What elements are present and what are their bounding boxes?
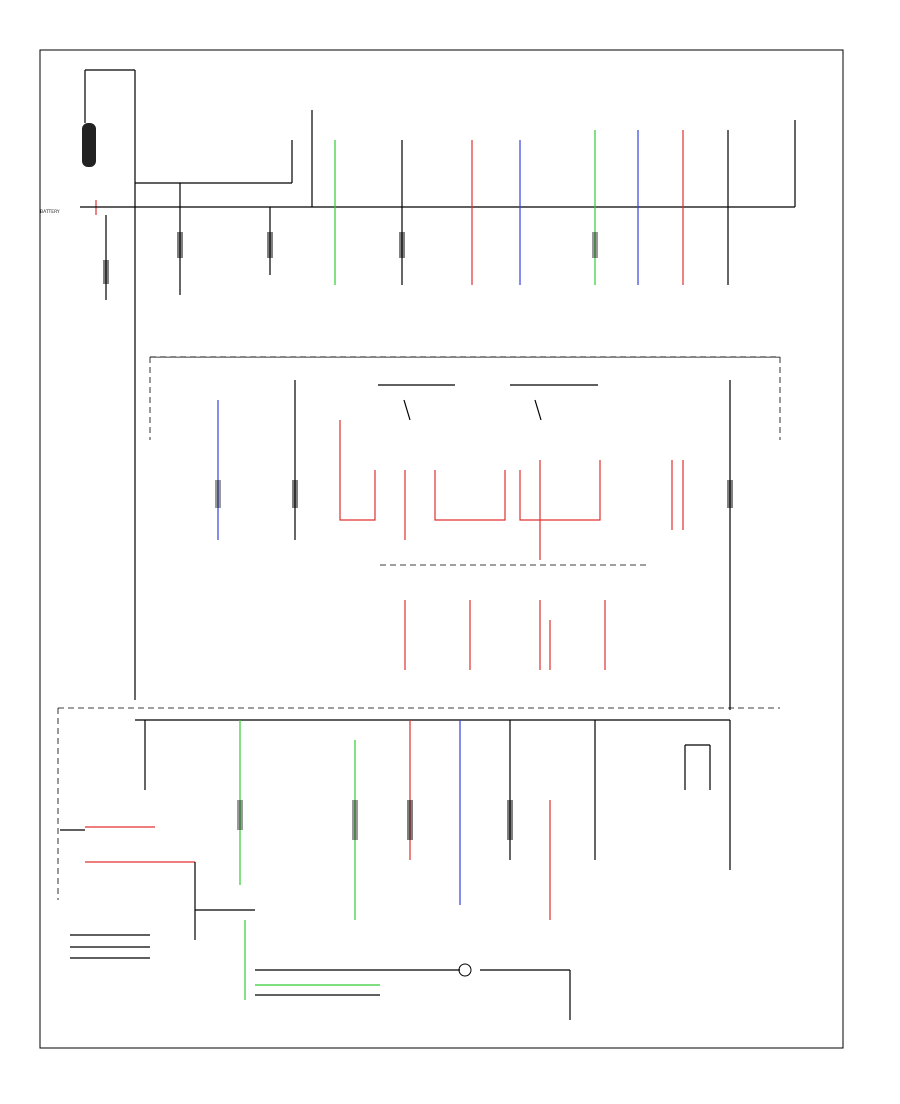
- red-switch-network: [340, 385, 683, 565]
- bottom-left-switch: [60, 827, 255, 958]
- middle-branches: [215, 380, 733, 710]
- top-branches: [177, 130, 728, 295]
- bottom-branches: [145, 720, 730, 920]
- battery-label: BATTERY: [40, 209, 60, 215]
- fusible-link-block: [82, 123, 96, 167]
- lower-red-branches: [405, 600, 605, 670]
- diagram-frame: [40, 50, 843, 1048]
- bottom-ground-network: [245, 920, 570, 1020]
- battery-section: BATTERY: [40, 70, 135, 700]
